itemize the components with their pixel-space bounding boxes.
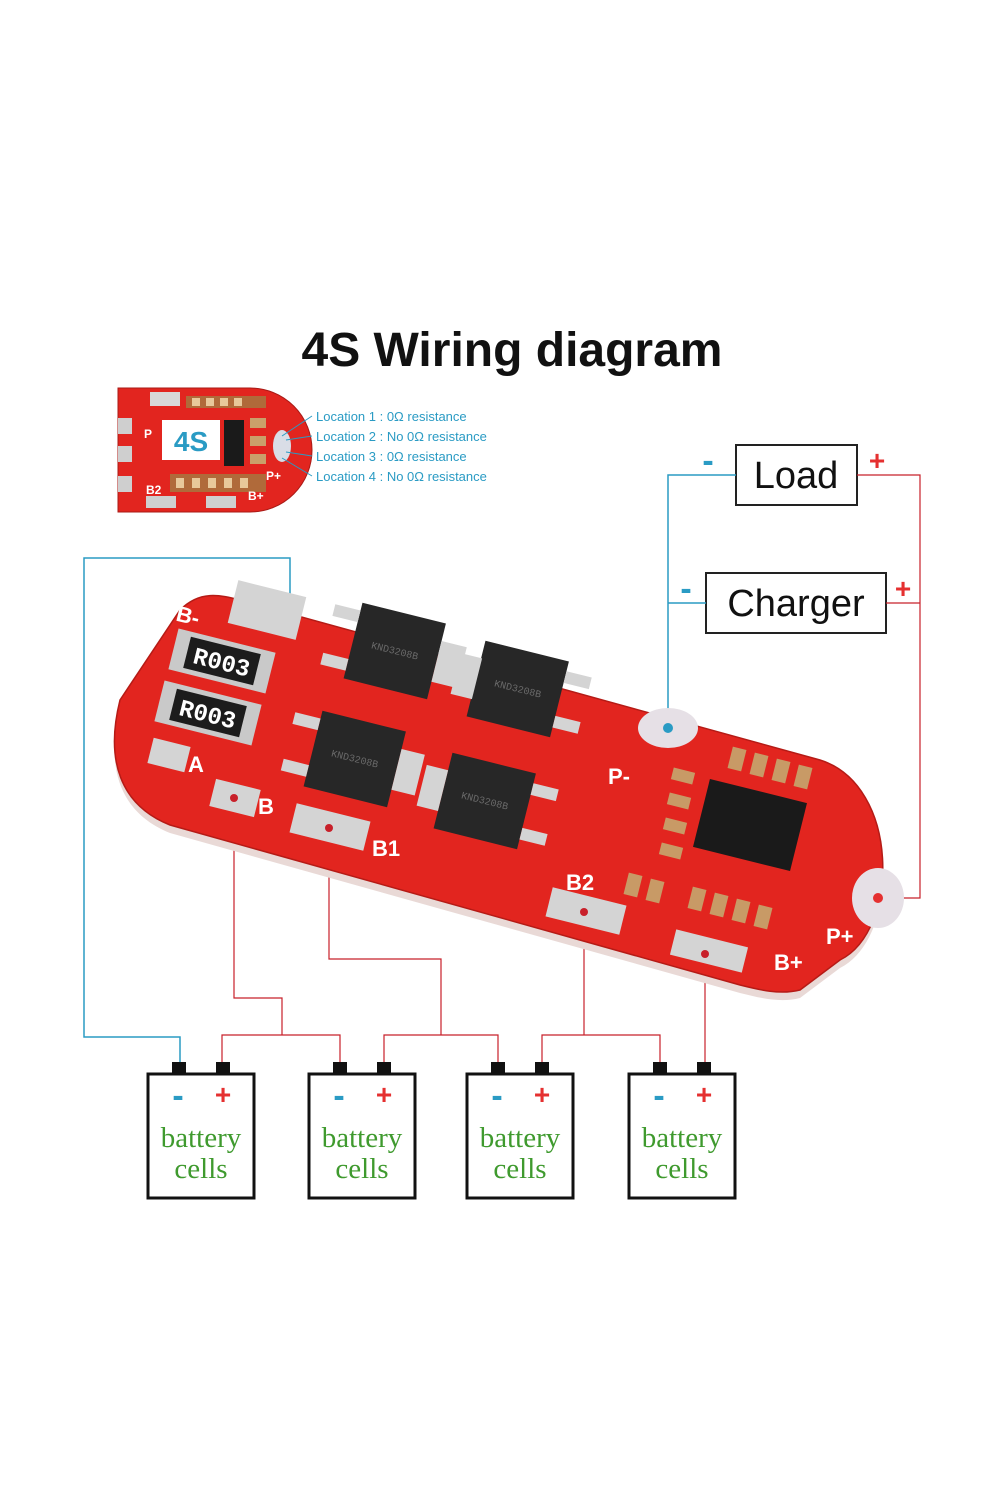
cell-3-line1: battery xyxy=(480,1122,561,1154)
battery-cell-1: - + battery cells xyxy=(146,1062,256,1200)
pad-bplus-label: B+ xyxy=(774,950,803,975)
battery-cell-2: - + battery cells xyxy=(307,1062,417,1200)
inset-board: 4S P B2 B+ P+ xyxy=(117,387,313,513)
mosfet-3: KND3208B xyxy=(280,710,425,808)
cell-3-line2: cells xyxy=(493,1153,546,1185)
cell-1-plus: + xyxy=(215,1079,231,1110)
cell-3-minus: - xyxy=(491,1077,502,1115)
inset-pad-pplus: P+ xyxy=(266,469,281,483)
diagram-title: 4S Wiring diagram xyxy=(302,324,723,377)
inset-note-3: Location 3 : 0Ω resistance xyxy=(316,449,467,464)
cell-1-minus: - xyxy=(172,1077,183,1115)
wires-blue xyxy=(83,474,736,1062)
cell-4-line2: cells xyxy=(655,1153,708,1185)
bms-board: B- R003 R003 KND3208B KND3208B KN xyxy=(113,580,904,1001)
cell-3-plus: + xyxy=(534,1079,550,1110)
pad-bplus xyxy=(669,929,749,973)
cell-1-line1: battery xyxy=(161,1122,242,1154)
pad-pplus-label: P+ xyxy=(826,924,854,949)
pad-b2-label: B2 xyxy=(566,870,594,895)
inset-pad-b2: B2 xyxy=(146,483,162,497)
load-minus-sign: - xyxy=(702,442,713,480)
inset-pad-bplus: B+ xyxy=(248,489,264,503)
pad-b-minus xyxy=(227,580,307,640)
cell-4-line1: battery xyxy=(642,1122,723,1154)
mosfet-2: KND3208B xyxy=(450,640,592,738)
load-label: Load xyxy=(754,455,839,497)
inset-badge: 4S xyxy=(174,426,208,457)
load-plus-sign: + xyxy=(869,445,885,476)
ic-components xyxy=(623,746,813,930)
charger-label: Charger xyxy=(727,583,865,625)
cell-2-plus: + xyxy=(376,1079,392,1110)
inset-pad-p: P xyxy=(144,427,152,441)
cell-2-line1: battery xyxy=(322,1122,403,1154)
cell-4-plus: + xyxy=(696,1079,712,1110)
protection-ic xyxy=(693,778,807,872)
cell-2-minus: - xyxy=(333,1077,344,1115)
pad-pminus-label: P- xyxy=(608,764,630,789)
inset-note-2: Location 2 : No 0Ω resistance xyxy=(316,429,487,444)
charger-plus-sign: + xyxy=(895,573,911,604)
pad-b1-label: B1 xyxy=(372,836,400,861)
cell-1-line2: cells xyxy=(174,1153,227,1185)
battery-cell-4: - + battery cells xyxy=(627,1062,737,1200)
pad-a-label: A xyxy=(188,752,204,777)
inset-note-4: Location 4 : No 0Ω resistance xyxy=(316,469,487,484)
inset-leaders xyxy=(281,415,313,477)
battery-cell-3: - + battery cells xyxy=(465,1062,575,1200)
charger-minus-sign: - xyxy=(680,570,691,608)
inset-note-1: Location 1 : 0Ω resistance xyxy=(316,409,467,424)
cell-2-line2: cells xyxy=(335,1153,388,1185)
mosfet-4: KND3208B xyxy=(416,752,559,850)
cell-4-minus: - xyxy=(653,1077,664,1115)
pad-a xyxy=(147,737,191,773)
pad-b-label: B xyxy=(258,794,274,819)
